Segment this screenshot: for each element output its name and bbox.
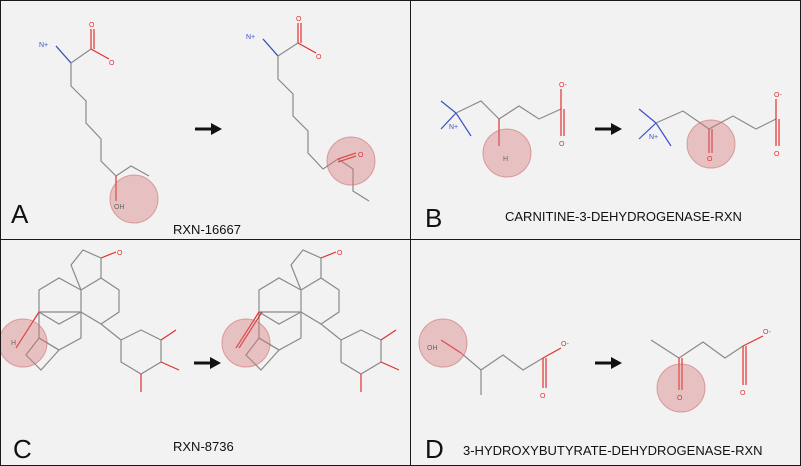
reaction-name-a: RXN-16667	[173, 222, 241, 237]
product-d: O O- O	[650, 329, 771, 413]
reactant-d: OH O- O	[418, 318, 569, 400]
svg-text:O: O	[316, 54, 322, 61]
reactant-a: O O N+ OH	[39, 22, 159, 224]
svg-text:O: O	[89, 22, 95, 29]
svg-text:O: O	[740, 390, 746, 397]
panel-c-structures: O H O	[1, 249, 400, 392]
reaction-arrow-a	[195, 123, 222, 135]
panel-letter-d: D	[425, 434, 444, 464]
panel-d: OH O- O O O- O D 3-HYDROXYBUTYR	[410, 239, 801, 466]
svg-text:H: H	[11, 340, 16, 347]
panel-a-structures: O O N+ OH O O	[39, 16, 376, 224]
panel-d-structures: OH O- O O O- O	[418, 318, 771, 413]
panel-a: O O N+ OH O O	[0, 0, 412, 241]
highlight-ketone-a	[326, 136, 376, 186]
reaction-arrow-d	[595, 357, 622, 369]
product-a: O O N+ O	[246, 16, 376, 202]
panel-b: N+ O- O H N+ O-	[410, 0, 801, 241]
product-b: N+ O- O O	[638, 92, 782, 169]
svg-text:N+: N+	[649, 134, 658, 141]
svg-text:O-: O-	[559, 82, 567, 89]
highlight-hydroxyl-d	[418, 318, 468, 368]
panel-c: O H O	[0, 239, 412, 466]
highlight-hydroxyl-b	[482, 128, 532, 178]
panel-letter-c: C	[13, 434, 32, 464]
svg-text:O: O	[677, 395, 683, 402]
svg-text:O: O	[559, 141, 565, 148]
svg-text:O: O	[358, 152, 364, 159]
reactant-c: O H	[1, 249, 180, 392]
reaction-arrow-c	[194, 357, 221, 369]
svg-text:O: O	[707, 156, 713, 163]
reaction-name-d: 3-HYDROXYBUTYRATE-DEHYDROGENASE-RXN	[463, 443, 763, 458]
svg-text:O: O	[117, 250, 123, 257]
svg-text:O-: O-	[561, 341, 569, 348]
reactant-b: N+ O- O H	[440, 82, 567, 178]
svg-text:OH: OH	[427, 345, 438, 352]
svg-text:O: O	[296, 16, 302, 23]
svg-text:O-: O-	[763, 329, 771, 336]
reaction-name-b: CARNITINE-3-DEHYDROGENASE-RXN	[505, 209, 742, 224]
highlight-ketone-c	[221, 318, 271, 368]
svg-text:O: O	[109, 60, 115, 67]
reaction-arrow-b	[595, 123, 622, 135]
svg-text:N+: N+	[39, 42, 48, 49]
highlight-hydroxyl-a	[109, 174, 159, 224]
panel-b-structures: N+ O- O H N+ O-	[440, 82, 782, 178]
svg-text:O: O	[774, 151, 780, 158]
highlight-ketone-d	[656, 363, 706, 413]
svg-text:H: H	[503, 156, 508, 163]
svg-text:O-: O-	[774, 92, 782, 99]
svg-text:N+: N+	[449, 124, 458, 131]
svg-text:OH: OH	[114, 204, 125, 211]
reaction-name-c: RXN-8736	[173, 439, 234, 454]
svg-text:O: O	[540, 393, 546, 400]
svg-text:N+: N+	[246, 34, 255, 41]
panel-letter-a: A	[11, 199, 29, 229]
highlight-ketone-b	[686, 119, 736, 169]
svg-text:O: O	[337, 250, 343, 257]
highlight-hydroxyl-c	[1, 318, 48, 368]
panel-letter-b: B	[425, 203, 443, 233]
product-c: O	[221, 249, 400, 392]
